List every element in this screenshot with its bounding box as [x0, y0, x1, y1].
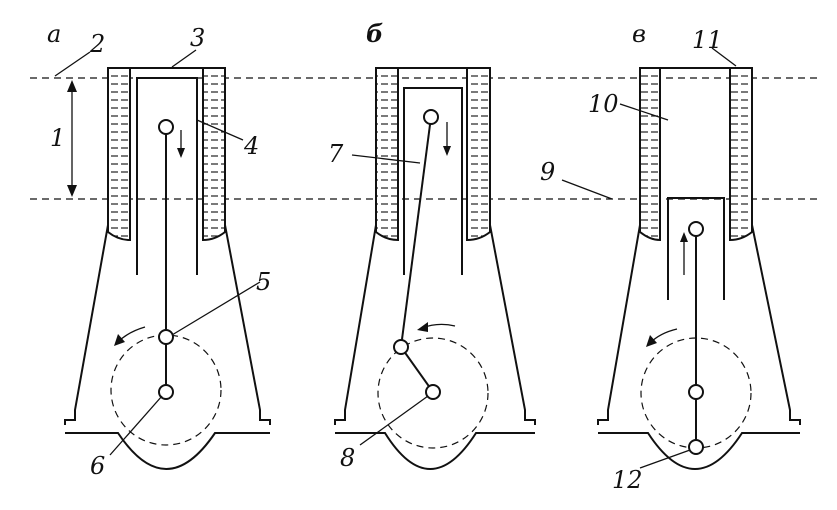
- panel-b: [334, 67, 536, 470]
- piston-pin-v: [688, 221, 704, 237]
- callout-3: 3: [190, 24, 205, 52]
- cylinder-wall-left-v: [639, 67, 661, 242]
- callout-1: 1: [50, 124, 65, 152]
- leader-lines: [54, 47, 737, 469]
- piston-b: [403, 87, 463, 275]
- crank-pin-b: [393, 339, 409, 355]
- crank-circle-b: [377, 337, 489, 449]
- callout-4: 4: [243, 132, 259, 160]
- main-journal-b: [425, 384, 441, 400]
- cylinder-wall-left-a: [107, 67, 131, 242]
- piston-pin-b: [423, 109, 439, 125]
- cylinder-wall-right-a: [202, 67, 226, 242]
- panel-letter-v: в: [632, 20, 646, 48]
- crankcase-b: [334, 224, 536, 425]
- piston-v: [667, 197, 725, 300]
- connecting-rod-b: [400, 116, 432, 348]
- cylinder-wall-right-v: [729, 67, 753, 242]
- callout-12: 12: [612, 466, 643, 494]
- crank-pin-a: [158, 329, 174, 345]
- cylinder-wall-left-b: [375, 67, 399, 242]
- crank-arm-b: [400, 346, 434, 393]
- callout-8: 8: [340, 444, 355, 472]
- callout-5: 5: [256, 268, 271, 296]
- main-journal-v: [688, 384, 704, 400]
- panel-letter-b: б: [366, 19, 383, 48]
- crankcase-v: [597, 224, 801, 425]
- callout-6: 6: [90, 452, 105, 480]
- crankcase-a: [64, 224, 271, 425]
- callout-7: 7: [328, 140, 344, 168]
- callout-2: 2: [89, 30, 105, 58]
- piston-a: [136, 77, 198, 275]
- panel-a: [64, 67, 271, 470]
- panel-letter-a: а: [47, 20, 61, 48]
- panel-v: [597, 67, 801, 470]
- stroke-dimension-arrow: [67, 80, 77, 197]
- piston-pin-a: [158, 119, 174, 135]
- cylinder-wall-right-b: [466, 67, 491, 242]
- callout-10: 10: [588, 90, 619, 118]
- callout-9: 9: [540, 158, 555, 186]
- crank-pin-v: [688, 439, 704, 455]
- main-journal-a: [158, 384, 174, 400]
- callout-11: 11: [692, 26, 723, 54]
